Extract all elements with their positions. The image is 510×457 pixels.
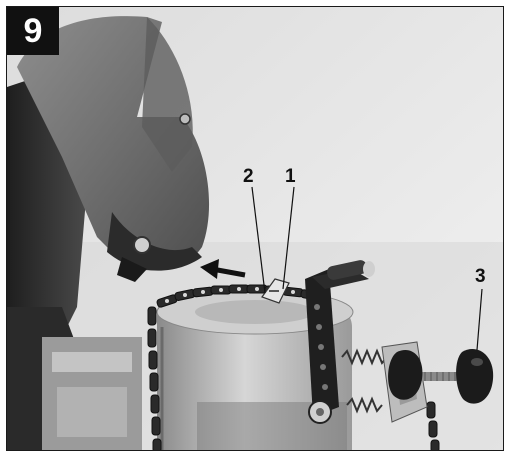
callout-2: 2 <box>243 166 254 187</box>
figure-number-badge: 9 <box>7 7 59 55</box>
chain-sharpener-photo <box>7 7 503 450</box>
figure-frame: 9 2 1 3 <box>6 6 504 451</box>
callout-1: 1 <box>285 166 296 187</box>
callout-3: 3 <box>475 266 486 287</box>
